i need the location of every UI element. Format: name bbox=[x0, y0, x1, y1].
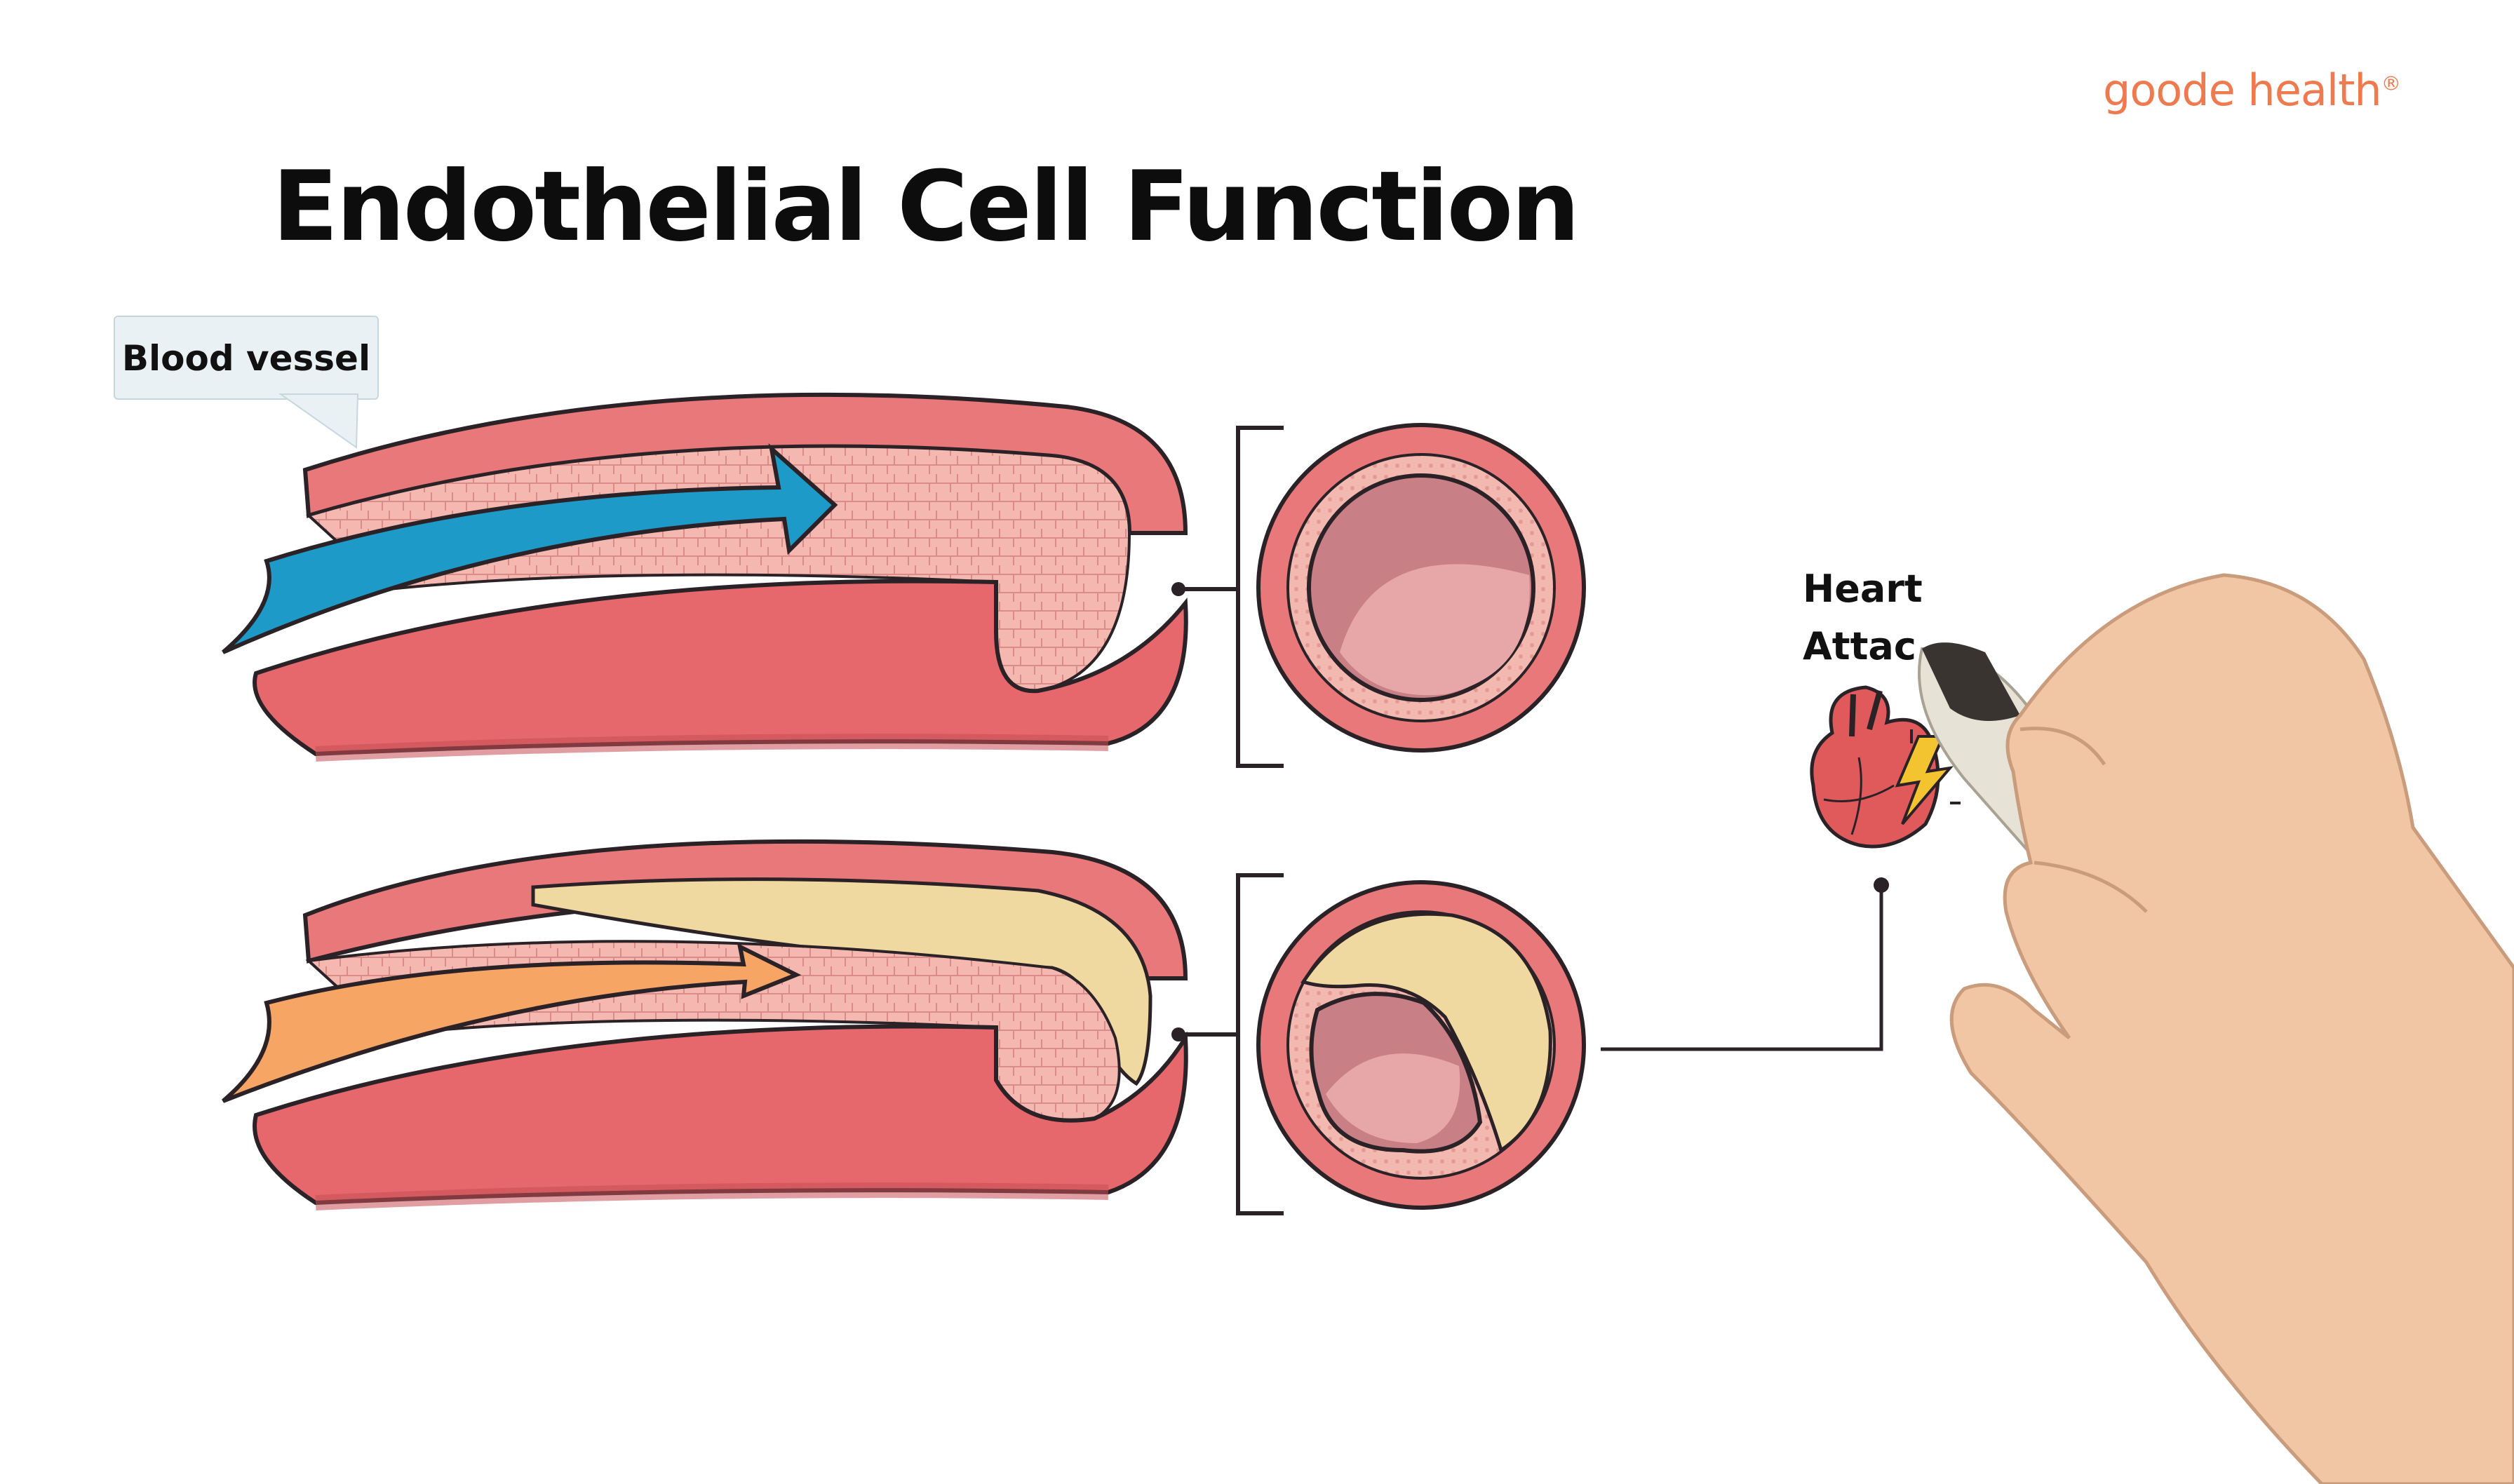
heart-icon bbox=[1810, 685, 1940, 849]
outcome-label-line1: Heart bbox=[1803, 567, 1923, 611]
outcome-connector-line bbox=[1601, 885, 1883, 1051]
brand-logo: goode health® bbox=[2103, 65, 2401, 116]
healthy-bracket bbox=[1178, 426, 1284, 768]
healthy-cross-section bbox=[1256, 423, 1586, 753]
diseased-cross-section bbox=[1256, 880, 1586, 1210]
callout-label: Blood vessel bbox=[121, 338, 371, 379]
brand-name: goode health bbox=[2103, 65, 2382, 116]
outcome-label-line2: Attac bbox=[1803, 624, 1916, 668]
healthy-blood-flow-arrow bbox=[222, 443, 838, 654]
diseased-vessel bbox=[222, 839, 1188, 1210]
blood-vessel-callout: Blood vessel bbox=[114, 316, 379, 400]
callout-pointer bbox=[278, 393, 359, 449]
restricted-blood-flow-arrow bbox=[222, 943, 802, 1103]
page-title: Endothelial Cell Function bbox=[272, 150, 1580, 263]
brand-registered-mark: ® bbox=[2381, 72, 2401, 95]
diseased-bracket bbox=[1178, 873, 1284, 1215]
healthy-vessel bbox=[222, 392, 1188, 762]
hand-with-marker bbox=[1918, 573, 2514, 1484]
